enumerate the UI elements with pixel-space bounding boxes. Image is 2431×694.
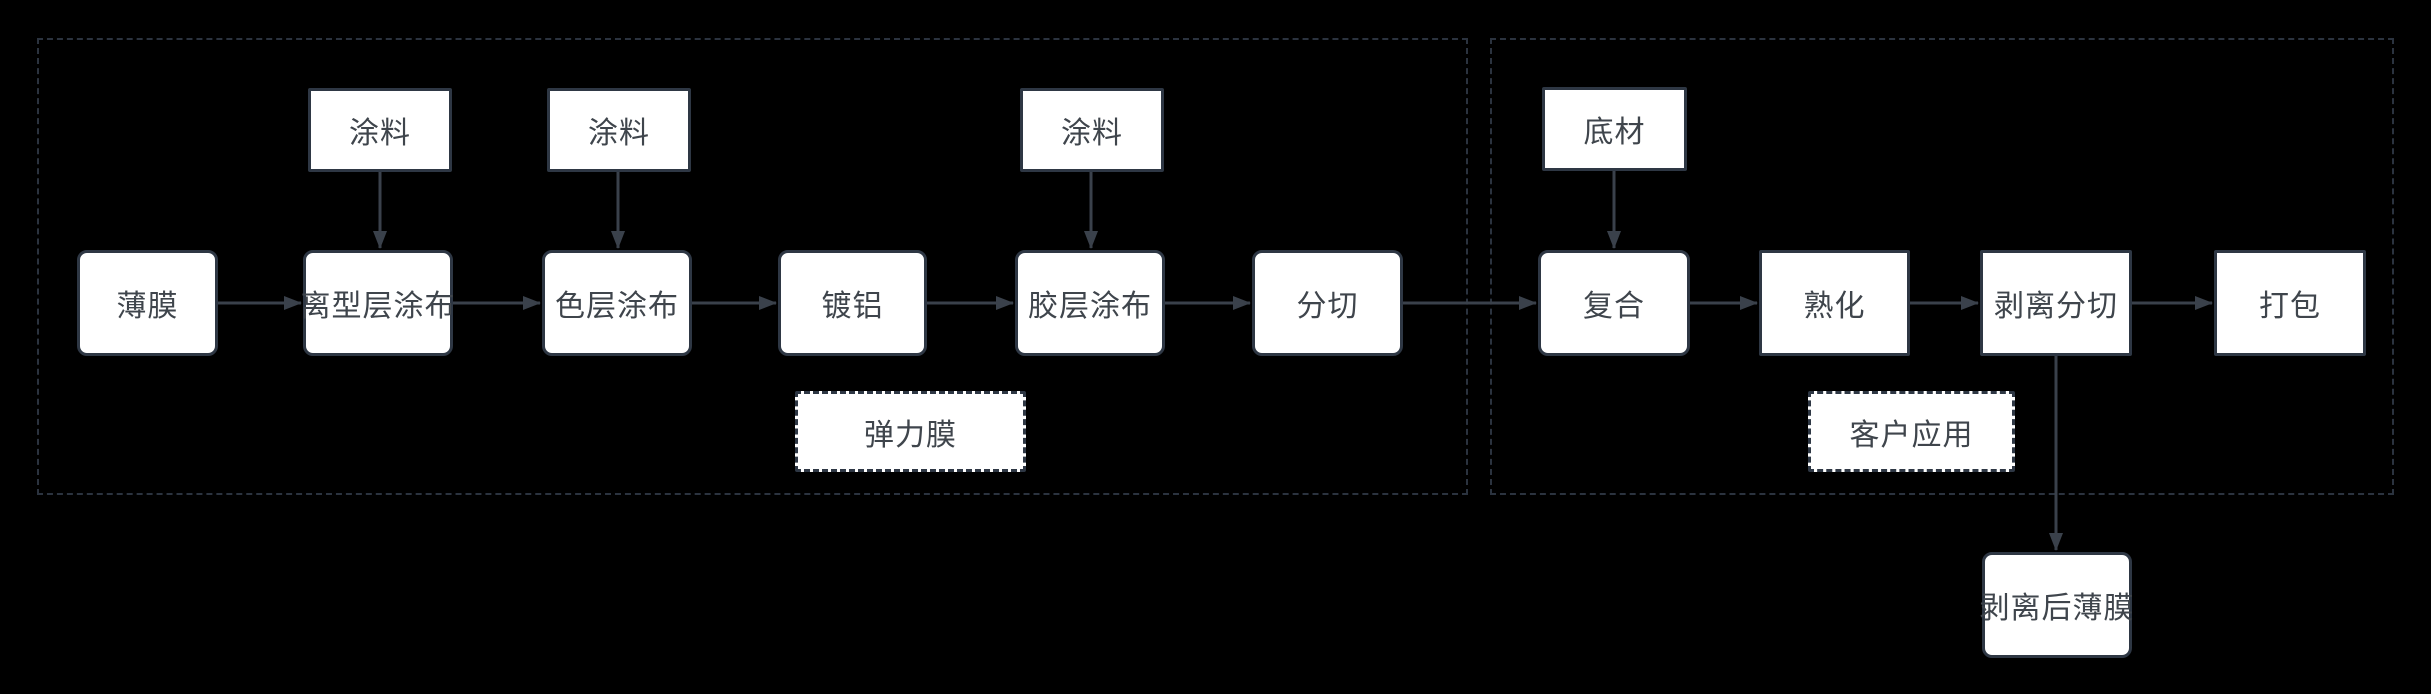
production-phase-group — [37, 38, 1468, 495]
node-curing: 熟化 — [1759, 250, 1910, 356]
node-packing: 打包 — [2214, 250, 2366, 356]
node-peeled-film: 剥离后薄膜 — [1980, 552, 2134, 658]
node-customer-application: 客户应用 — [1808, 391, 2015, 472]
node-adhesive-coating: 胶层涂布 — [1015, 250, 1165, 356]
node-elastic-film: 弹力膜 — [795, 391, 1026, 472]
node-film: 薄膜 — [77, 250, 218, 356]
node-release-coating: 离型层涂布 — [301, 250, 455, 356]
node-peel-slitting: 剥离分切 — [1980, 250, 2132, 356]
node-coating-2: 涂料 — [547, 88, 691, 172]
application-phase-group — [1490, 38, 2394, 495]
node-substrate: 底材 — [1542, 87, 1687, 171]
node-coating-1: 涂料 — [308, 88, 452, 172]
node-laminating: 复合 — [1538, 250, 1690, 356]
node-color-coating: 色层涂布 — [542, 250, 692, 356]
node-slitting: 分切 — [1252, 250, 1403, 356]
node-aluminizing: 镀铝 — [778, 250, 927, 356]
node-coating-3: 涂料 — [1020, 88, 1164, 172]
